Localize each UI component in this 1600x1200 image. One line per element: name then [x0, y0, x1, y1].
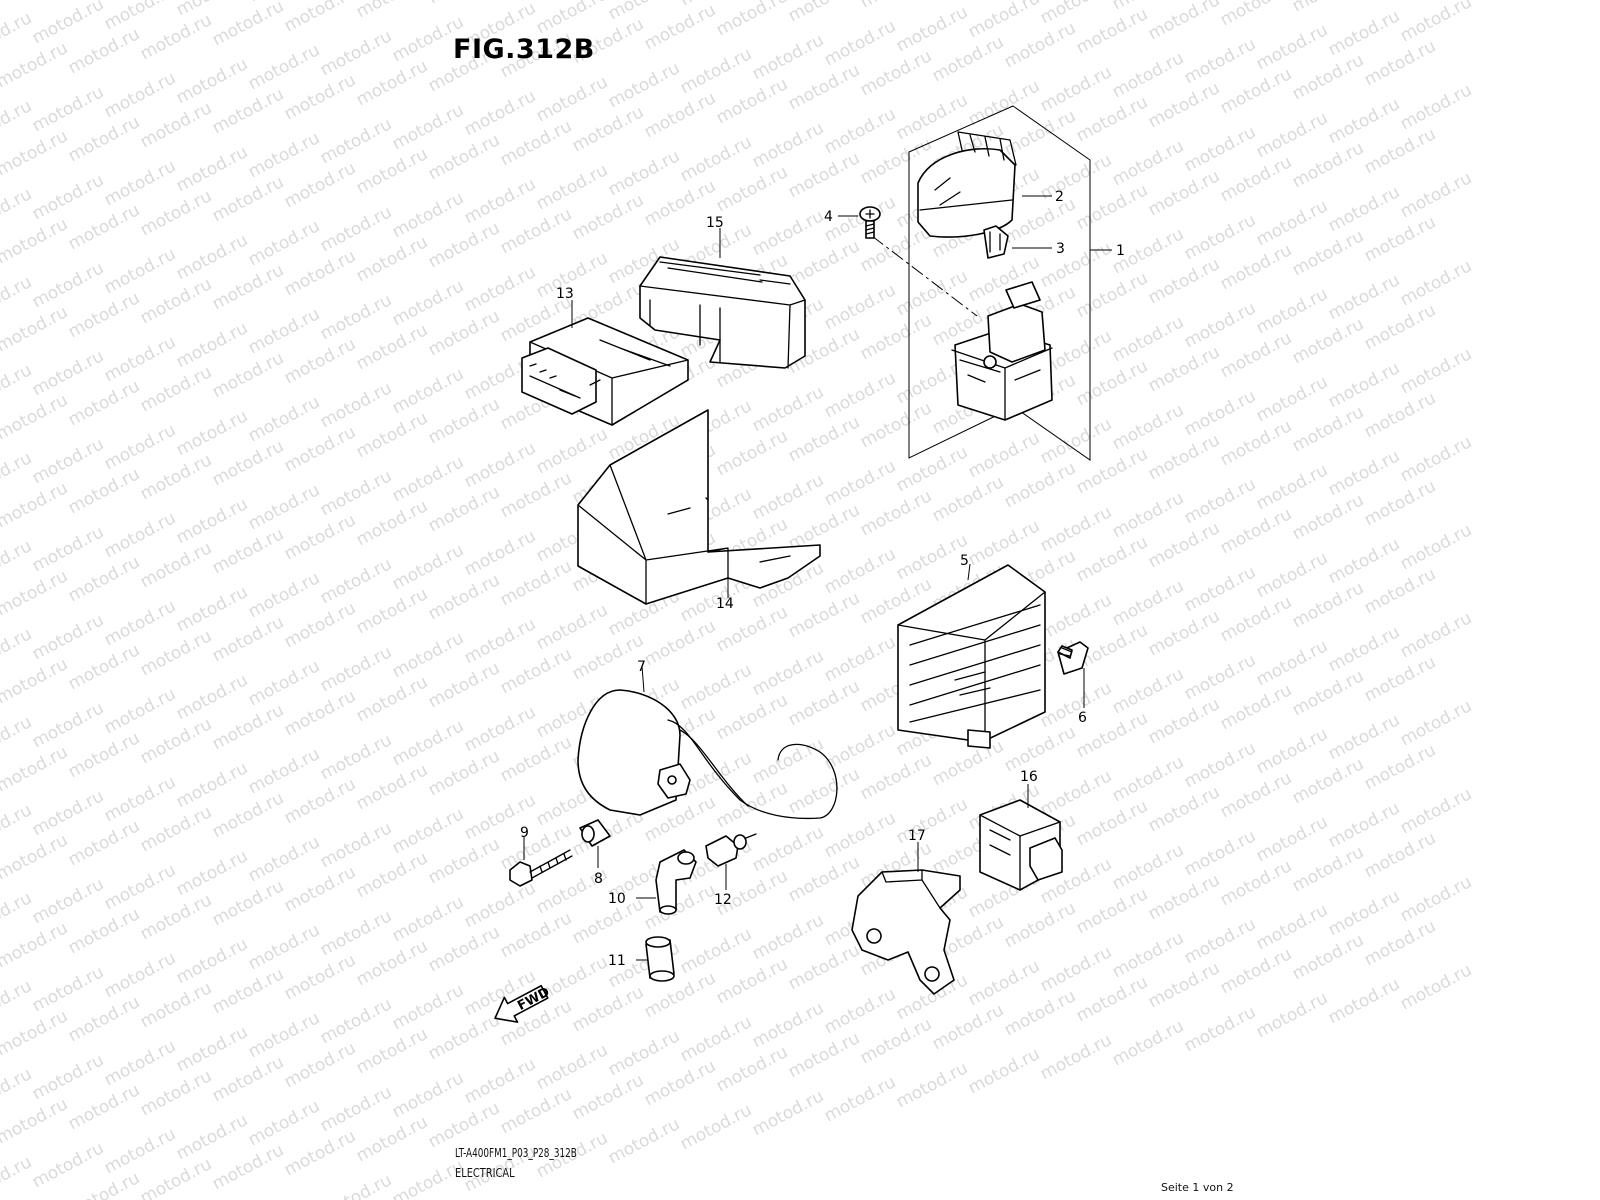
callout-13: 13: [556, 286, 574, 302]
callout-11: 11: [608, 953, 626, 969]
starter-relay-body[interactable]: [951, 281, 1053, 421]
model-code: LT-A400FM1_P03_P28_312B: [455, 1146, 577, 1160]
callout-6: 6: [1078, 710, 1087, 726]
mounting-tray-part-14[interactable]: [577, 409, 821, 605]
leader-lines: [523, 195, 1112, 961]
page-count: Seite 1 von 2: [1161, 1181, 1234, 1194]
callout-16: 16: [1020, 769, 1038, 785]
coupler-part-16[interactable]: [979, 799, 1063, 891]
ecu-part-13[interactable]: [521, 317, 689, 426]
ecu-case-part-15[interactable]: [639, 256, 806, 369]
forward-direction-arrow: FWD: [494, 985, 552, 1023]
collar-part-8[interactable]: [579, 819, 611, 847]
callout-labels: 1 2 3 4 5 6 7 8 9 10 11 12 13 14 15 16 1…: [520, 189, 1125, 969]
callout-8: 8: [594, 871, 603, 887]
fuse-part-3[interactable]: [983, 225, 1009, 259]
callout-15: 15: [706, 215, 724, 231]
cap-part-12[interactable]: [705, 833, 757, 867]
figure-title: FIG.312B: [453, 34, 595, 65]
callout-9: 9: [520, 825, 529, 841]
sleeve-part-11[interactable]: [645, 936, 675, 982]
callout-14: 14: [716, 596, 734, 612]
plug-cap-part-10[interactable]: [655, 849, 697, 915]
regulator-rectifier-part-5[interactable]: [897, 564, 1046, 749]
bolt-part-9[interactable]: [509, 849, 573, 887]
callout-5: 5: [960, 553, 969, 569]
screw-part-4[interactable]: [859, 206, 881, 239]
callout-2: 2: [1055, 189, 1064, 205]
callout-10: 10: [608, 891, 626, 907]
callout-12: 12: [714, 892, 732, 908]
bolt-part-6[interactable]: [1057, 641, 1089, 675]
bracket-part-17[interactable]: [851, 869, 961, 995]
callout-1: 1: [1116, 243, 1125, 259]
section-name: ELECTRICAL: [455, 1166, 515, 1180]
callout-4: 4: [824, 209, 833, 225]
callout-17: 17: [908, 828, 926, 844]
relay-cover-part-2[interactable]: [917, 131, 1017, 238]
callout-7: 7: [637, 659, 646, 675]
ignition-coil-part-7[interactable]: [577, 689, 838, 820]
callout-3: 3: [1056, 241, 1065, 257]
